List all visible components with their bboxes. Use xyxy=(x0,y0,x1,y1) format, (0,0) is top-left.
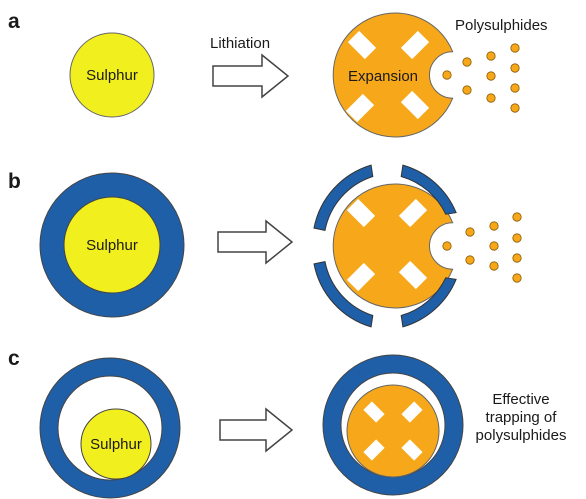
void-a-1 xyxy=(347,30,377,60)
trapping-label-line-2: trapping of xyxy=(486,409,558,426)
polysulphide-dot xyxy=(442,241,452,251)
void-b-2 xyxy=(398,198,428,228)
shell-fragment xyxy=(313,261,374,328)
arrow-b xyxy=(217,219,294,265)
polysulphide-dot xyxy=(486,71,496,81)
lithiation-label: Lithiation xyxy=(210,35,270,52)
shell-fragment xyxy=(313,164,374,231)
expansion-label: Expansion xyxy=(348,68,418,85)
polysulphide-dot xyxy=(489,241,499,251)
polysulphide-dot xyxy=(486,93,496,103)
void-a-4 xyxy=(400,90,430,120)
polysulphide-dot xyxy=(510,83,520,93)
shell-fragment xyxy=(400,277,457,328)
panel-label-b: b xyxy=(8,170,21,193)
polysulphide-dots-a xyxy=(442,43,520,113)
polysulphide-dot xyxy=(510,43,520,53)
polysulphide-dot xyxy=(510,63,520,73)
void-b-4 xyxy=(398,260,428,290)
arrow-c xyxy=(219,407,294,453)
arrow-a xyxy=(212,53,290,99)
polysulphide-dot xyxy=(465,227,475,237)
polysulphide-dot xyxy=(442,70,452,80)
trapping-label-line-3: polysulphides xyxy=(476,427,567,444)
polysulphide-dot xyxy=(489,261,499,271)
polysulphide-dots-b xyxy=(442,212,522,283)
expanded-particle-b xyxy=(332,183,454,309)
polysulphide-dot xyxy=(489,221,499,231)
sulphur-label-a: Sulphur xyxy=(86,67,138,84)
polysulphide-dot xyxy=(462,85,472,95)
void-a-3 xyxy=(345,93,375,123)
polysulphide-dot xyxy=(486,51,496,61)
void-c-3 xyxy=(363,439,385,461)
sulphur-particle-b xyxy=(63,196,161,294)
polysulphide-dot xyxy=(512,273,522,283)
polysulphide-dot xyxy=(510,103,520,113)
expanded-particle-c xyxy=(346,384,440,478)
void-c-4 xyxy=(401,439,423,461)
void-c-1 xyxy=(363,401,385,423)
void-b-3 xyxy=(346,262,376,292)
polysulphides-label: Polysulphides xyxy=(455,17,548,34)
panel-label-a: a xyxy=(8,10,20,33)
sulphur-particle-a xyxy=(69,32,155,118)
sulphur-particle-c xyxy=(80,408,152,480)
void-a-2 xyxy=(400,30,430,60)
polysulphide-dot xyxy=(462,57,472,67)
trapping-label-line-1: Effective xyxy=(492,391,549,408)
void-b-1 xyxy=(346,198,376,228)
sulphur-label-c: Sulphur xyxy=(90,436,142,453)
shell-fragment xyxy=(400,164,457,215)
polysulphide-dot xyxy=(512,212,522,222)
polysulphide-dot xyxy=(512,253,522,263)
polysulphide-dot xyxy=(512,233,522,243)
panel-label-c: c xyxy=(8,347,20,370)
polysulphide-dot xyxy=(465,255,475,265)
void-c-2 xyxy=(401,401,423,423)
sulphur-label-b: Sulphur xyxy=(86,237,138,254)
broken-shell-b xyxy=(313,164,457,328)
